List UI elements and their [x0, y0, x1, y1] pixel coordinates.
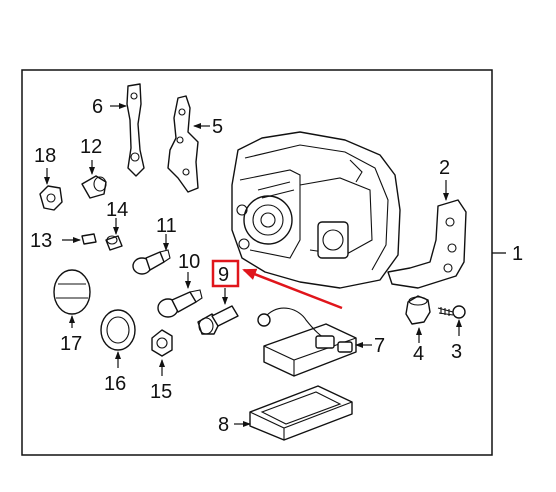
- callout-11[interactable]: 11: [156, 215, 177, 237]
- part-9-bulb[interactable]: [197, 305, 239, 335]
- part-3-screw[interactable]: [437, 305, 466, 319]
- part-6-strut[interactable]: [126, 83, 145, 177]
- callout-4[interactable]: 4: [413, 343, 424, 365]
- highlight-box-9: [211, 259, 240, 288]
- part-12-bulb[interactable]: [81, 175, 107, 199]
- callout-1[interactable]: 1: [512, 243, 523, 265]
- callout-6[interactable]: 6: [92, 96, 103, 118]
- highlight-arrow: [242, 268, 343, 310]
- callout-14[interactable]: 14: [106, 199, 128, 221]
- part-16-cover-cap[interactable]: [100, 309, 136, 351]
- headlamp-housing[interactable]: [231, 131, 401, 289]
- part-4-grommet[interactable]: [405, 295, 431, 325]
- callout-18[interactable]: 18: [34, 145, 56, 167]
- part-10-bulb[interactable]: [157, 289, 203, 318]
- part-17-round-cap[interactable]: [53, 269, 91, 315]
- callout-8[interactable]: 8: [218, 414, 229, 436]
- callout-9[interactable]: 9: [218, 264, 229, 286]
- part-15-socket[interactable]: [151, 329, 173, 357]
- part-11-bulb[interactable]: [132, 249, 171, 275]
- callout-13[interactable]: 13: [30, 230, 52, 252]
- callout-3[interactable]: 3: [451, 341, 462, 363]
- part-13-small-bulb[interactable]: [81, 233, 97, 245]
- callout-7[interactable]: 7: [374, 335, 385, 357]
- callout-10[interactable]: 10: [178, 251, 200, 273]
- callout-2[interactable]: 2: [439, 157, 450, 179]
- diagram-frame: [21, 69, 493, 456]
- part-5-bracket[interactable]: [167, 95, 199, 193]
- side-mount-bracket[interactable]: [387, 199, 467, 289]
- callout-15[interactable]: 15: [150, 381, 172, 403]
- part-18-socket[interactable]: [39, 185, 63, 211]
- part-8-module-cover[interactable]: [249, 385, 353, 441]
- callout-17[interactable]: 17: [60, 333, 82, 355]
- callout-5[interactable]: 5: [212, 116, 223, 138]
- callout-16[interactable]: 16: [104, 373, 126, 395]
- part-7-ballast[interactable]: [257, 307, 357, 377]
- part-14-wedge-bulb[interactable]: [105, 235, 123, 251]
- callout-12[interactable]: 12: [80, 136, 102, 158]
